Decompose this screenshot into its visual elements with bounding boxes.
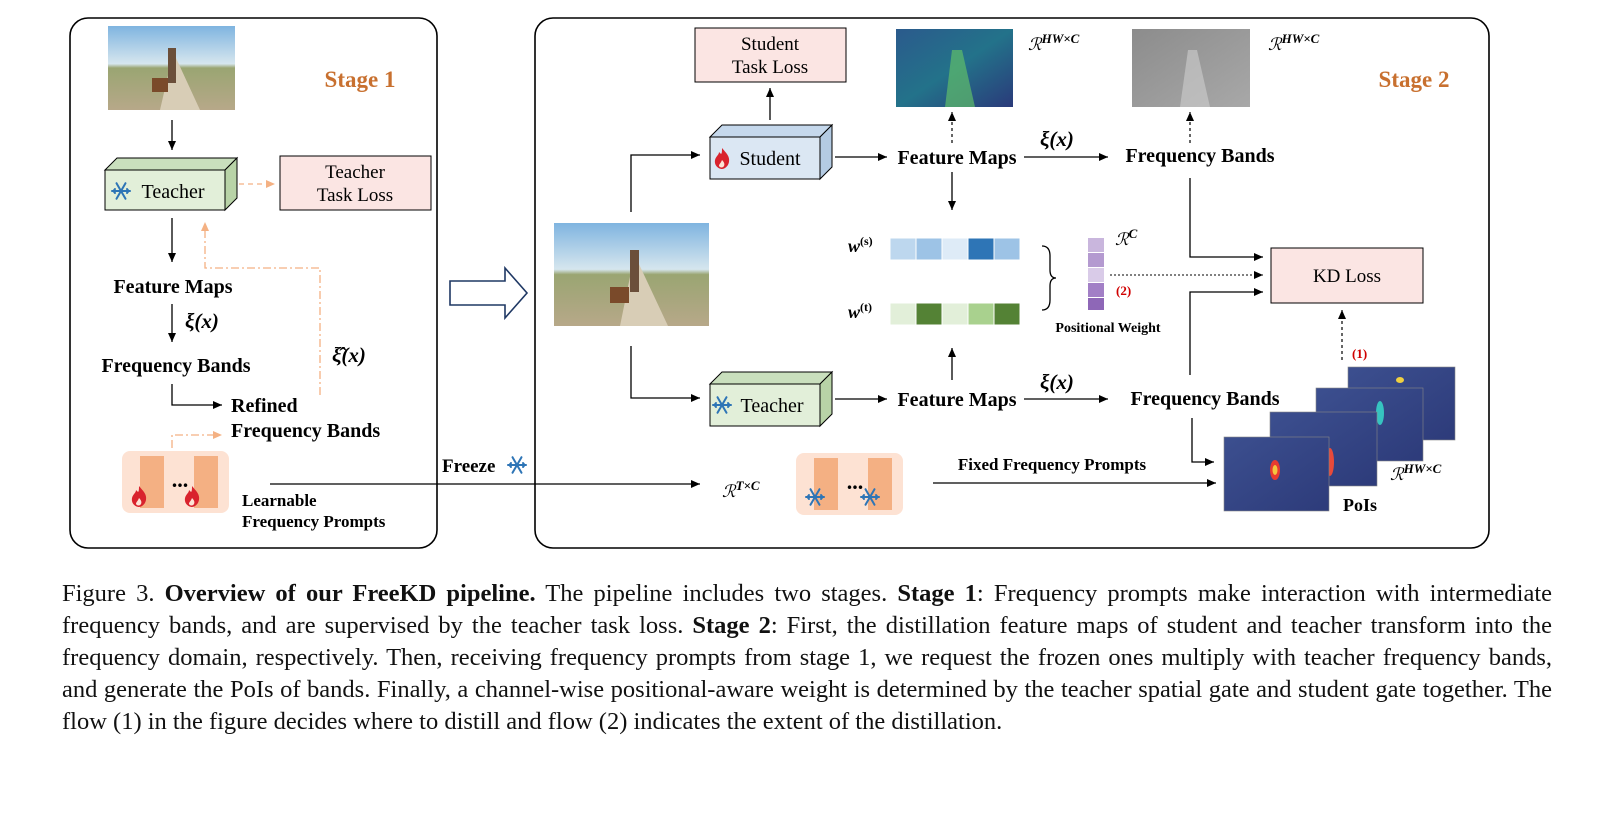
pipeline-diagram: Stage 1 Teacher Teacher Task Loss Featur… xyxy=(69,17,1490,549)
fixed-frequency-prompts-label: Fixed Frequency Prompts xyxy=(958,455,1147,474)
stage1-xi: ξ(x) xyxy=(185,309,219,333)
flow2-label: (2) xyxy=(1116,283,1131,298)
stage1-prompt-dots: ... xyxy=(172,467,189,492)
r-hwc-2: ℛHW×C xyxy=(1268,31,1320,54)
stage1-input-image xyxy=(108,26,235,110)
stage1-refined-line1: Refined xyxy=(231,395,298,417)
student-task-loss-line2: Task Loss xyxy=(732,57,808,78)
stage1-title: Stage 1 xyxy=(325,67,396,92)
w-s-label: w(s) xyxy=(848,234,873,256)
stage-transition-arrow xyxy=(449,265,529,321)
caption-stage1: Stage 1 xyxy=(897,580,977,607)
stage2-prompt-dots: ... xyxy=(847,469,864,494)
teacher-feature-maps: Feature Maps xyxy=(897,389,1016,411)
stage1-learnable-prompts: ... xyxy=(122,451,229,513)
teacher-task-loss-line1: Teacher xyxy=(325,162,386,183)
stage1-panel xyxy=(69,17,438,549)
r-c-label: ℛC xyxy=(1115,226,1138,249)
kd-loss-box: KD Loss xyxy=(1270,247,1424,304)
teacher-weight-vector xyxy=(889,302,1021,326)
student-task-loss-line1: Student xyxy=(741,34,800,55)
stage2-panel xyxy=(534,17,1490,549)
student-feature-heatmap xyxy=(896,29,1013,107)
r-hwc-1: ℛHW×C xyxy=(1028,31,1080,54)
caption-text-2: : Frequency prompts make interaction wit… xyxy=(62,580,1553,639)
stage1-refined-line2: Frequency Bands xyxy=(231,420,380,442)
stage1-feature-maps: Feature Maps xyxy=(113,276,232,298)
weight-brace xyxy=(1041,245,1057,311)
freeze-snowflake-icon xyxy=(507,456,527,474)
caption-text-1: The pipeline includes two stages. xyxy=(545,580,888,607)
pois-label: PoIs xyxy=(1343,495,1377,515)
student-feature-maps: Feature Maps xyxy=(897,147,1016,169)
r-hwc-3: ℛHW×C xyxy=(1390,461,1442,484)
student-xi: ξ(x) xyxy=(1040,127,1074,151)
stage1-learnable-line1: Learnable xyxy=(242,491,317,510)
stage1-teacher-block: Teacher xyxy=(103,156,239,212)
caption-stage2: Stage 2 xyxy=(692,612,771,639)
caption-figure-number: Figure 3. xyxy=(62,580,155,607)
positional-weight-vector xyxy=(1088,238,1104,310)
student-block: Student xyxy=(708,123,834,181)
student-label: Student xyxy=(739,148,801,170)
stage1-teacher-task-loss: Teacher Task Loss xyxy=(279,155,432,211)
figure-caption: Figure 3. Overview of our FreeKD pipelin… xyxy=(62,578,1552,738)
teacher-task-loss-line2: Task Loss xyxy=(317,185,393,206)
teacher-xi: ξ(x) xyxy=(1040,370,1074,394)
positional-weight-label: Positional Weight xyxy=(1055,321,1160,336)
w-t-label: w(t) xyxy=(848,300,872,322)
stage2-input-image xyxy=(554,223,709,326)
flow1-label: (1) xyxy=(1352,346,1367,361)
stage2-fixed-prompts: ... xyxy=(796,453,903,515)
freeze-label: Freeze xyxy=(442,456,495,477)
kd-loss-label: KD Loss xyxy=(1313,266,1381,287)
pois-stack xyxy=(1223,366,1456,512)
student-frequency-image xyxy=(1132,29,1250,107)
student-frequency-bands: Frequency Bands xyxy=(1125,145,1274,167)
stage1-xi-hat: ξ̂(x) xyxy=(332,343,366,367)
student-task-loss: Student Task Loss xyxy=(694,27,847,83)
caption-text-3: : First, the distillation feature maps o… xyxy=(62,612,1552,735)
teacher-frequency-bands: Frequency Bands xyxy=(1130,388,1279,410)
stage1-teacher-label: Teacher xyxy=(142,181,205,203)
stage1-learnable-line2: Frequency Prompts xyxy=(242,512,386,531)
student-weight-vector xyxy=(889,237,1021,261)
stage1-frequency-bands: Frequency Bands xyxy=(101,355,250,377)
r-tc-label: ℛT×C xyxy=(722,478,760,501)
caption-title: Overview of our FreeKD pipeline. xyxy=(164,580,536,607)
stage2-title: Stage 2 xyxy=(1379,67,1450,92)
stage2-teacher-block: Teacher xyxy=(708,370,834,428)
stage2-teacher-label: Teacher xyxy=(741,395,804,417)
